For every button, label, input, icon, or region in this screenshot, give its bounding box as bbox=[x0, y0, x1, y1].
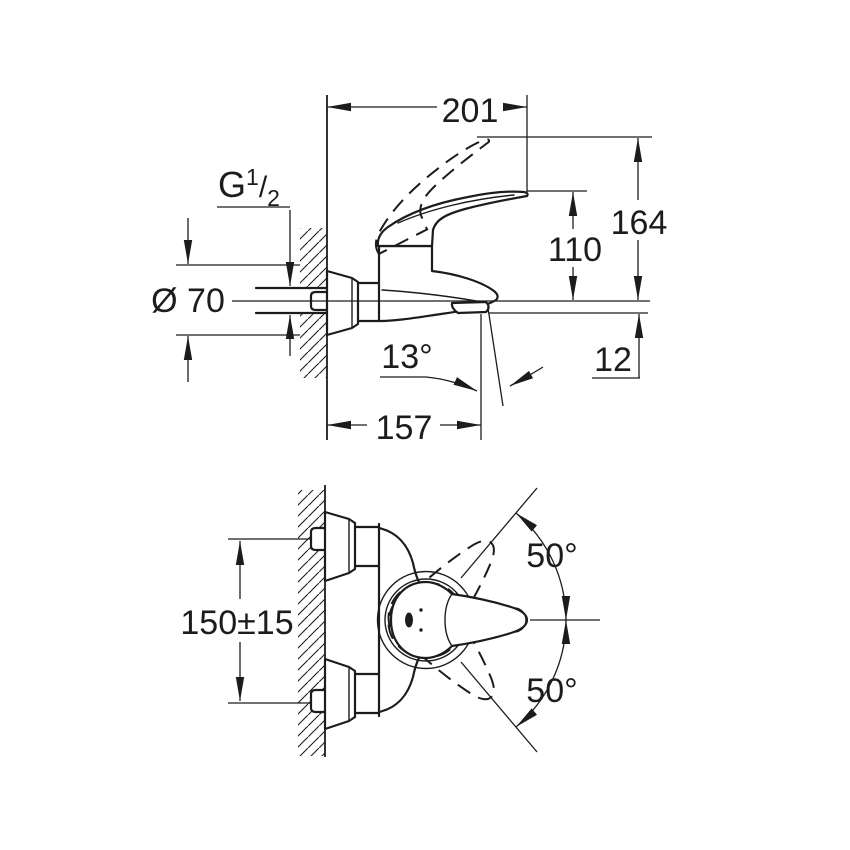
thread-g: G bbox=[218, 164, 246, 205]
body-flank-top bbox=[377, 526, 426, 592]
thread-slash: / bbox=[259, 171, 268, 204]
neck-top bbox=[353, 525, 381, 568]
dim-164-label: 164 bbox=[611, 204, 668, 242]
dim-157-label: 157 bbox=[376, 409, 433, 447]
swing-arc-up bbox=[515, 512, 571, 621]
angle-leader-left bbox=[380, 376, 478, 392]
escutcheon-side bbox=[325, 269, 360, 337]
side-reference-lines bbox=[176, 95, 652, 440]
indicator-dot bbox=[405, 612, 413, 628]
swing-upper-label: 50° bbox=[526, 537, 577, 575]
thread-size-label: G1/2 bbox=[218, 164, 280, 211]
connection-spacing-label: 150±15 bbox=[180, 604, 293, 642]
side-elevation-view: 201 164 110 12 157 13° G1/2 Ø 70 bbox=[151, 92, 667, 447]
dim-201-label: 201 bbox=[442, 92, 499, 130]
lever-contour-line bbox=[397, 194, 515, 224]
neck-side bbox=[356, 281, 381, 323]
escutcheon-top bbox=[323, 510, 357, 583]
ext-lines-connection-spacing bbox=[228, 538, 312, 704]
plan-view: 150±15 50° 50° bbox=[180, 485, 600, 757]
indicator-dot-small-top bbox=[419, 608, 423, 612]
body-flank-bottom bbox=[377, 648, 426, 714]
top-connection-plan bbox=[309, 510, 381, 583]
ext-lines-flange-dia bbox=[176, 264, 300, 336]
thread-sup: 1 bbox=[246, 164, 259, 190]
angle-leader-right bbox=[509, 366, 544, 387]
thread-sub: 2 bbox=[267, 185, 280, 211]
bottom-connection-plan bbox=[309, 657, 381, 731]
swing-arc-down bbox=[515, 619, 571, 728]
plan-dimension-lines bbox=[235, 512, 571, 728]
lever-solid-side bbox=[376, 190, 529, 248]
indicator-dot-small-bottom bbox=[419, 628, 423, 632]
aerator bbox=[450, 300, 490, 315]
union-nut-bottom bbox=[309, 688, 327, 714]
swing-lower-label: 50° bbox=[526, 672, 577, 710]
dim-12-label: 12 bbox=[594, 341, 632, 379]
supply-pipe-outline bbox=[254, 286, 329, 315]
lever-indicator-mark bbox=[405, 608, 423, 632]
side-dimension-lines bbox=[183, 102, 644, 430]
dim-110-label: 110 bbox=[548, 231, 602, 269]
flange-diameter-label: Ø 70 bbox=[151, 282, 225, 320]
spout-angle-line bbox=[487, 307, 504, 407]
lever-waist-contour bbox=[444, 593, 453, 647]
faucet-body-side bbox=[325, 244, 499, 337]
swing-ext-line-down bbox=[460, 661, 538, 753]
spout-angle-label: 13° bbox=[381, 338, 432, 376]
escutcheon-bottom bbox=[323, 657, 357, 731]
swing-ext-line-up bbox=[460, 487, 538, 579]
neck-bottom bbox=[353, 672, 381, 715]
